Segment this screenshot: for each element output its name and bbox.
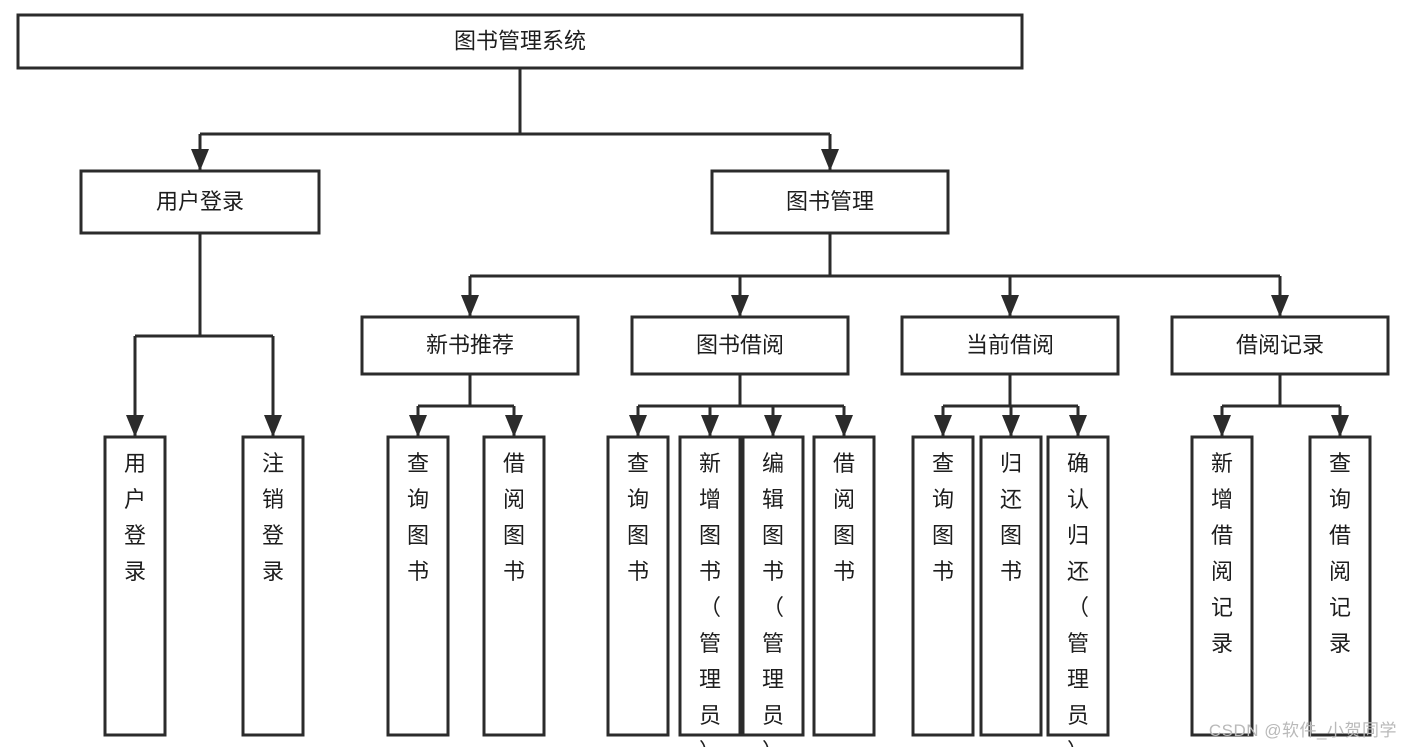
node-label-leaf-borrow-book-1: 借阅图书 bbox=[503, 451, 525, 584]
arrow-head-icon bbox=[1213, 415, 1231, 437]
node-label-leaf-add-record: 新增借阅记录 bbox=[1211, 451, 1233, 656]
node-label-book-manage: 图书管理 bbox=[786, 189, 874, 214]
node-leaf-query-book-1[interactable]: 查询图书 bbox=[386, 435, 450, 737]
node-label-leaf-user-login: 用户登录 bbox=[124, 451, 146, 584]
node-box-book-borrow bbox=[630, 315, 850, 376]
arrow-head-icon bbox=[1001, 295, 1019, 317]
node-leaf-query-book-2[interactable]: 查询图书 bbox=[606, 435, 670, 737]
node-box-new-book-rec bbox=[360, 315, 580, 376]
node-box-leaf-borrow-book-1 bbox=[482, 435, 546, 737]
node-leaf-query-record[interactable]: 查询借阅记录 bbox=[1308, 435, 1372, 737]
node-leaf-add-record[interactable]: 新增借阅记录 bbox=[1190, 435, 1254, 737]
arrow-head-icon bbox=[701, 415, 719, 437]
node-box-leaf-user-logout bbox=[241, 435, 305, 737]
node-box-current-borrow bbox=[900, 315, 1120, 376]
node-box-leaf-add-record bbox=[1190, 435, 1254, 737]
node-leaf-user-login[interactable]: 用户登录 bbox=[103, 435, 167, 737]
edge-group-new-book-rec bbox=[409, 374, 523, 437]
arrow-head-icon bbox=[821, 149, 839, 171]
node-leaf-query-book-3[interactable]: 查询图书 bbox=[911, 435, 975, 737]
node-label-book-borrow: 图书借阅 bbox=[696, 332, 784, 357]
edge-group-user-login bbox=[126, 233, 282, 437]
arrow-head-icon bbox=[731, 295, 749, 317]
connectors-layer bbox=[126, 68, 1349, 437]
arrow-head-icon bbox=[461, 295, 479, 317]
arrow-head-icon bbox=[409, 415, 427, 437]
arrow-head-icon bbox=[835, 415, 853, 437]
node-label-user-login: 用户登录 bbox=[156, 189, 244, 214]
arrow-head-icon bbox=[629, 415, 647, 437]
node-box-leaf-user-login bbox=[103, 435, 167, 737]
node-label-leaf-edit-book: 编辑图书（管理员） bbox=[762, 451, 784, 747]
node-label-leaf-query-book-2: 查询图书 bbox=[627, 451, 649, 584]
arrow-head-icon bbox=[934, 415, 952, 437]
node-label-current-borrow: 当前借阅 bbox=[966, 332, 1054, 357]
node-box-book-manage bbox=[710, 169, 950, 235]
node-label-leaf-user-logout: 注销登录 bbox=[262, 451, 284, 584]
node-box-leaf-query-book-3 bbox=[911, 435, 975, 737]
arrow-head-icon bbox=[191, 149, 209, 171]
node-leaf-edit-book[interactable]: 编辑图书（管理员） bbox=[741, 435, 805, 747]
arrow-head-icon bbox=[505, 415, 523, 437]
node-box-leaf-borrow-book-2 bbox=[812, 435, 876, 737]
node-borrow-record[interactable]: 借阅记录 bbox=[1170, 315, 1390, 376]
node-box-user-login bbox=[79, 169, 321, 235]
node-current-borrow[interactable]: 当前借阅 bbox=[900, 315, 1120, 376]
node-leaf-user-logout[interactable]: 注销登录 bbox=[241, 435, 305, 737]
arrow-head-icon bbox=[1331, 415, 1349, 437]
node-book-borrow[interactable]: 图书借阅 bbox=[630, 315, 850, 376]
edge-group-book-manage bbox=[461, 233, 1289, 317]
arrow-head-icon bbox=[264, 415, 282, 437]
node-book-manage[interactable]: 图书管理 bbox=[710, 169, 950, 235]
node-box-leaf-confirm-return bbox=[1046, 435, 1110, 737]
node-box-leaf-query-record bbox=[1308, 435, 1372, 737]
node-box-leaf-return-book bbox=[979, 435, 1043, 737]
edge-group-root bbox=[191, 68, 839, 171]
node-label-leaf-query-record: 查询借阅记录 bbox=[1329, 451, 1351, 656]
edge-group-book-borrow bbox=[629, 374, 853, 437]
node-leaf-borrow-book-1[interactable]: 借阅图书 bbox=[482, 435, 546, 737]
node-root[interactable]: 图书管理系统 bbox=[16, 13, 1024, 70]
node-box-root bbox=[16, 13, 1024, 70]
node-leaf-confirm-return[interactable]: 确认归还（管理员） bbox=[1046, 435, 1110, 747]
edge-group-borrow-record bbox=[1213, 374, 1349, 437]
arrow-head-icon bbox=[126, 415, 144, 437]
node-user-login[interactable]: 用户登录 bbox=[79, 169, 321, 235]
node-new-book-rec[interactable]: 新书推荐 bbox=[360, 315, 580, 376]
node-box-leaf-add-book bbox=[678, 435, 742, 737]
node-leaf-borrow-book-2[interactable]: 借阅图书 bbox=[812, 435, 876, 737]
node-label-leaf-query-book-1: 查询图书 bbox=[407, 451, 429, 584]
node-box-leaf-query-book-2 bbox=[606, 435, 670, 737]
node-leaf-return-book[interactable]: 归还图书 bbox=[979, 435, 1043, 737]
edge-group-current-borrow bbox=[934, 374, 1087, 437]
node-label-leaf-borrow-book-2: 借阅图书 bbox=[833, 451, 855, 584]
arrow-head-icon bbox=[1271, 295, 1289, 317]
arrow-head-icon bbox=[764, 415, 782, 437]
node-label-leaf-query-book-3: 查询图书 bbox=[932, 451, 954, 584]
node-label-leaf-confirm-return: 确认归还（管理员） bbox=[1067, 451, 1089, 747]
node-label-leaf-add-book: 新增图书（管理员） bbox=[699, 451, 721, 747]
node-label-new-book-rec: 新书推荐 bbox=[426, 332, 514, 357]
node-label-borrow-record: 借阅记录 bbox=[1236, 332, 1324, 357]
node-label-root: 图书管理系统 bbox=[454, 28, 586, 53]
node-box-leaf-query-book-1 bbox=[386, 435, 450, 737]
arrow-head-icon bbox=[1069, 415, 1087, 437]
node-label-leaf-return-book: 归还图书 bbox=[1000, 451, 1022, 584]
node-box-borrow-record bbox=[1170, 315, 1390, 376]
node-box-leaf-edit-book bbox=[741, 435, 805, 737]
arrow-head-icon bbox=[1002, 415, 1020, 437]
nodes-layer: 图书管理系统用户登录图书管理新书推荐图书借阅当前借阅借阅记录用户登录注销登录查询… bbox=[16, 13, 1390, 747]
node-leaf-add-book[interactable]: 新增图书（管理员） bbox=[678, 435, 742, 747]
